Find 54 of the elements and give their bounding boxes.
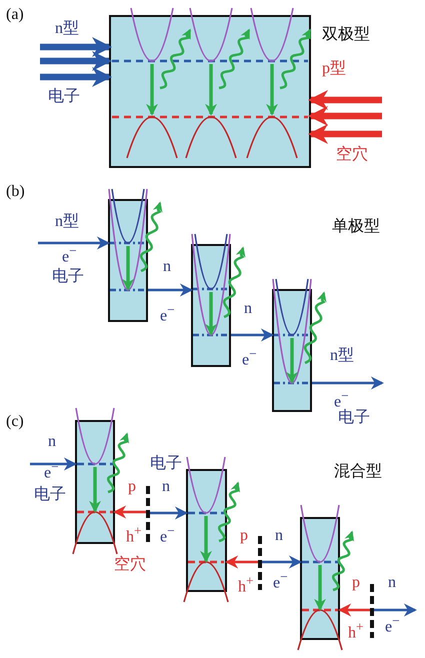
carrier-label: n (163, 258, 171, 276)
arrow (231, 328, 274, 342)
carrier-label: e$^{−}$ (44, 458, 59, 482)
arrow (40, 51, 112, 71)
carrier-label: p (240, 527, 248, 545)
carrier-label: h$^{+}$ (126, 522, 142, 546)
carrier-label: e$^{−}$ (273, 568, 288, 592)
arrow (308, 124, 382, 144)
carrier-label: n型 (330, 347, 354, 365)
carrier-label: p (352, 574, 360, 592)
carrier-label: 电子 (52, 268, 84, 286)
carrier-label: 电子 (338, 409, 370, 427)
panel-label: (a) (6, 6, 24, 24)
arrow (308, 90, 382, 110)
arrow (148, 284, 193, 296)
carrier-label: e$^{−}$ (160, 522, 175, 546)
carrier-label: e$^{−}$ (62, 242, 77, 266)
carrier-label: h$^{+}$ (238, 572, 254, 596)
carrier-label: 空穴 (336, 146, 368, 164)
arrow (262, 556, 302, 568)
arrow (308, 106, 382, 126)
carrier-label: n (162, 478, 170, 496)
arrow (113, 506, 146, 518)
carrier-label: n (275, 527, 283, 545)
carrier-label: n (244, 300, 252, 318)
carrier-label: e$^{−}$ (385, 612, 400, 636)
carrier-label: n (48, 433, 56, 451)
carrier-label: 空穴 (114, 556, 146, 574)
arrow (40, 67, 112, 87)
carrier-label: p型 (322, 60, 346, 78)
arrow (40, 37, 112, 57)
panel-label: (c) (6, 413, 24, 431)
carrier-label: n型 (55, 20, 79, 38)
carrier-label: 电子 (34, 486, 66, 504)
carrier-label: p (128, 478, 136, 496)
arrow (38, 236, 110, 250)
arrow (225, 556, 258, 568)
carrier-label: e$^{−}$ (242, 345, 257, 370)
arrow (150, 506, 188, 520)
panel-label: (b) (6, 183, 25, 201)
carrier-label: n (388, 574, 396, 592)
arrow (312, 376, 384, 390)
diagram-type-label: 双极型 (322, 26, 370, 44)
carrier-label: 电子 (150, 455, 182, 473)
diagram-type-label: 混合型 (334, 463, 382, 481)
arrow (30, 458, 77, 470)
carrier-label: n型 (55, 213, 79, 231)
arrow (374, 604, 417, 616)
arrow (338, 604, 370, 616)
diagram-type-label: 单极型 (332, 218, 380, 236)
carrier-label: h$^{+}$ (348, 618, 364, 642)
carrier-label: 电子 (48, 88, 80, 106)
carrier-label: e$^{−}$ (334, 387, 349, 410)
carrier-label: e$^{−}$ (160, 301, 175, 326)
